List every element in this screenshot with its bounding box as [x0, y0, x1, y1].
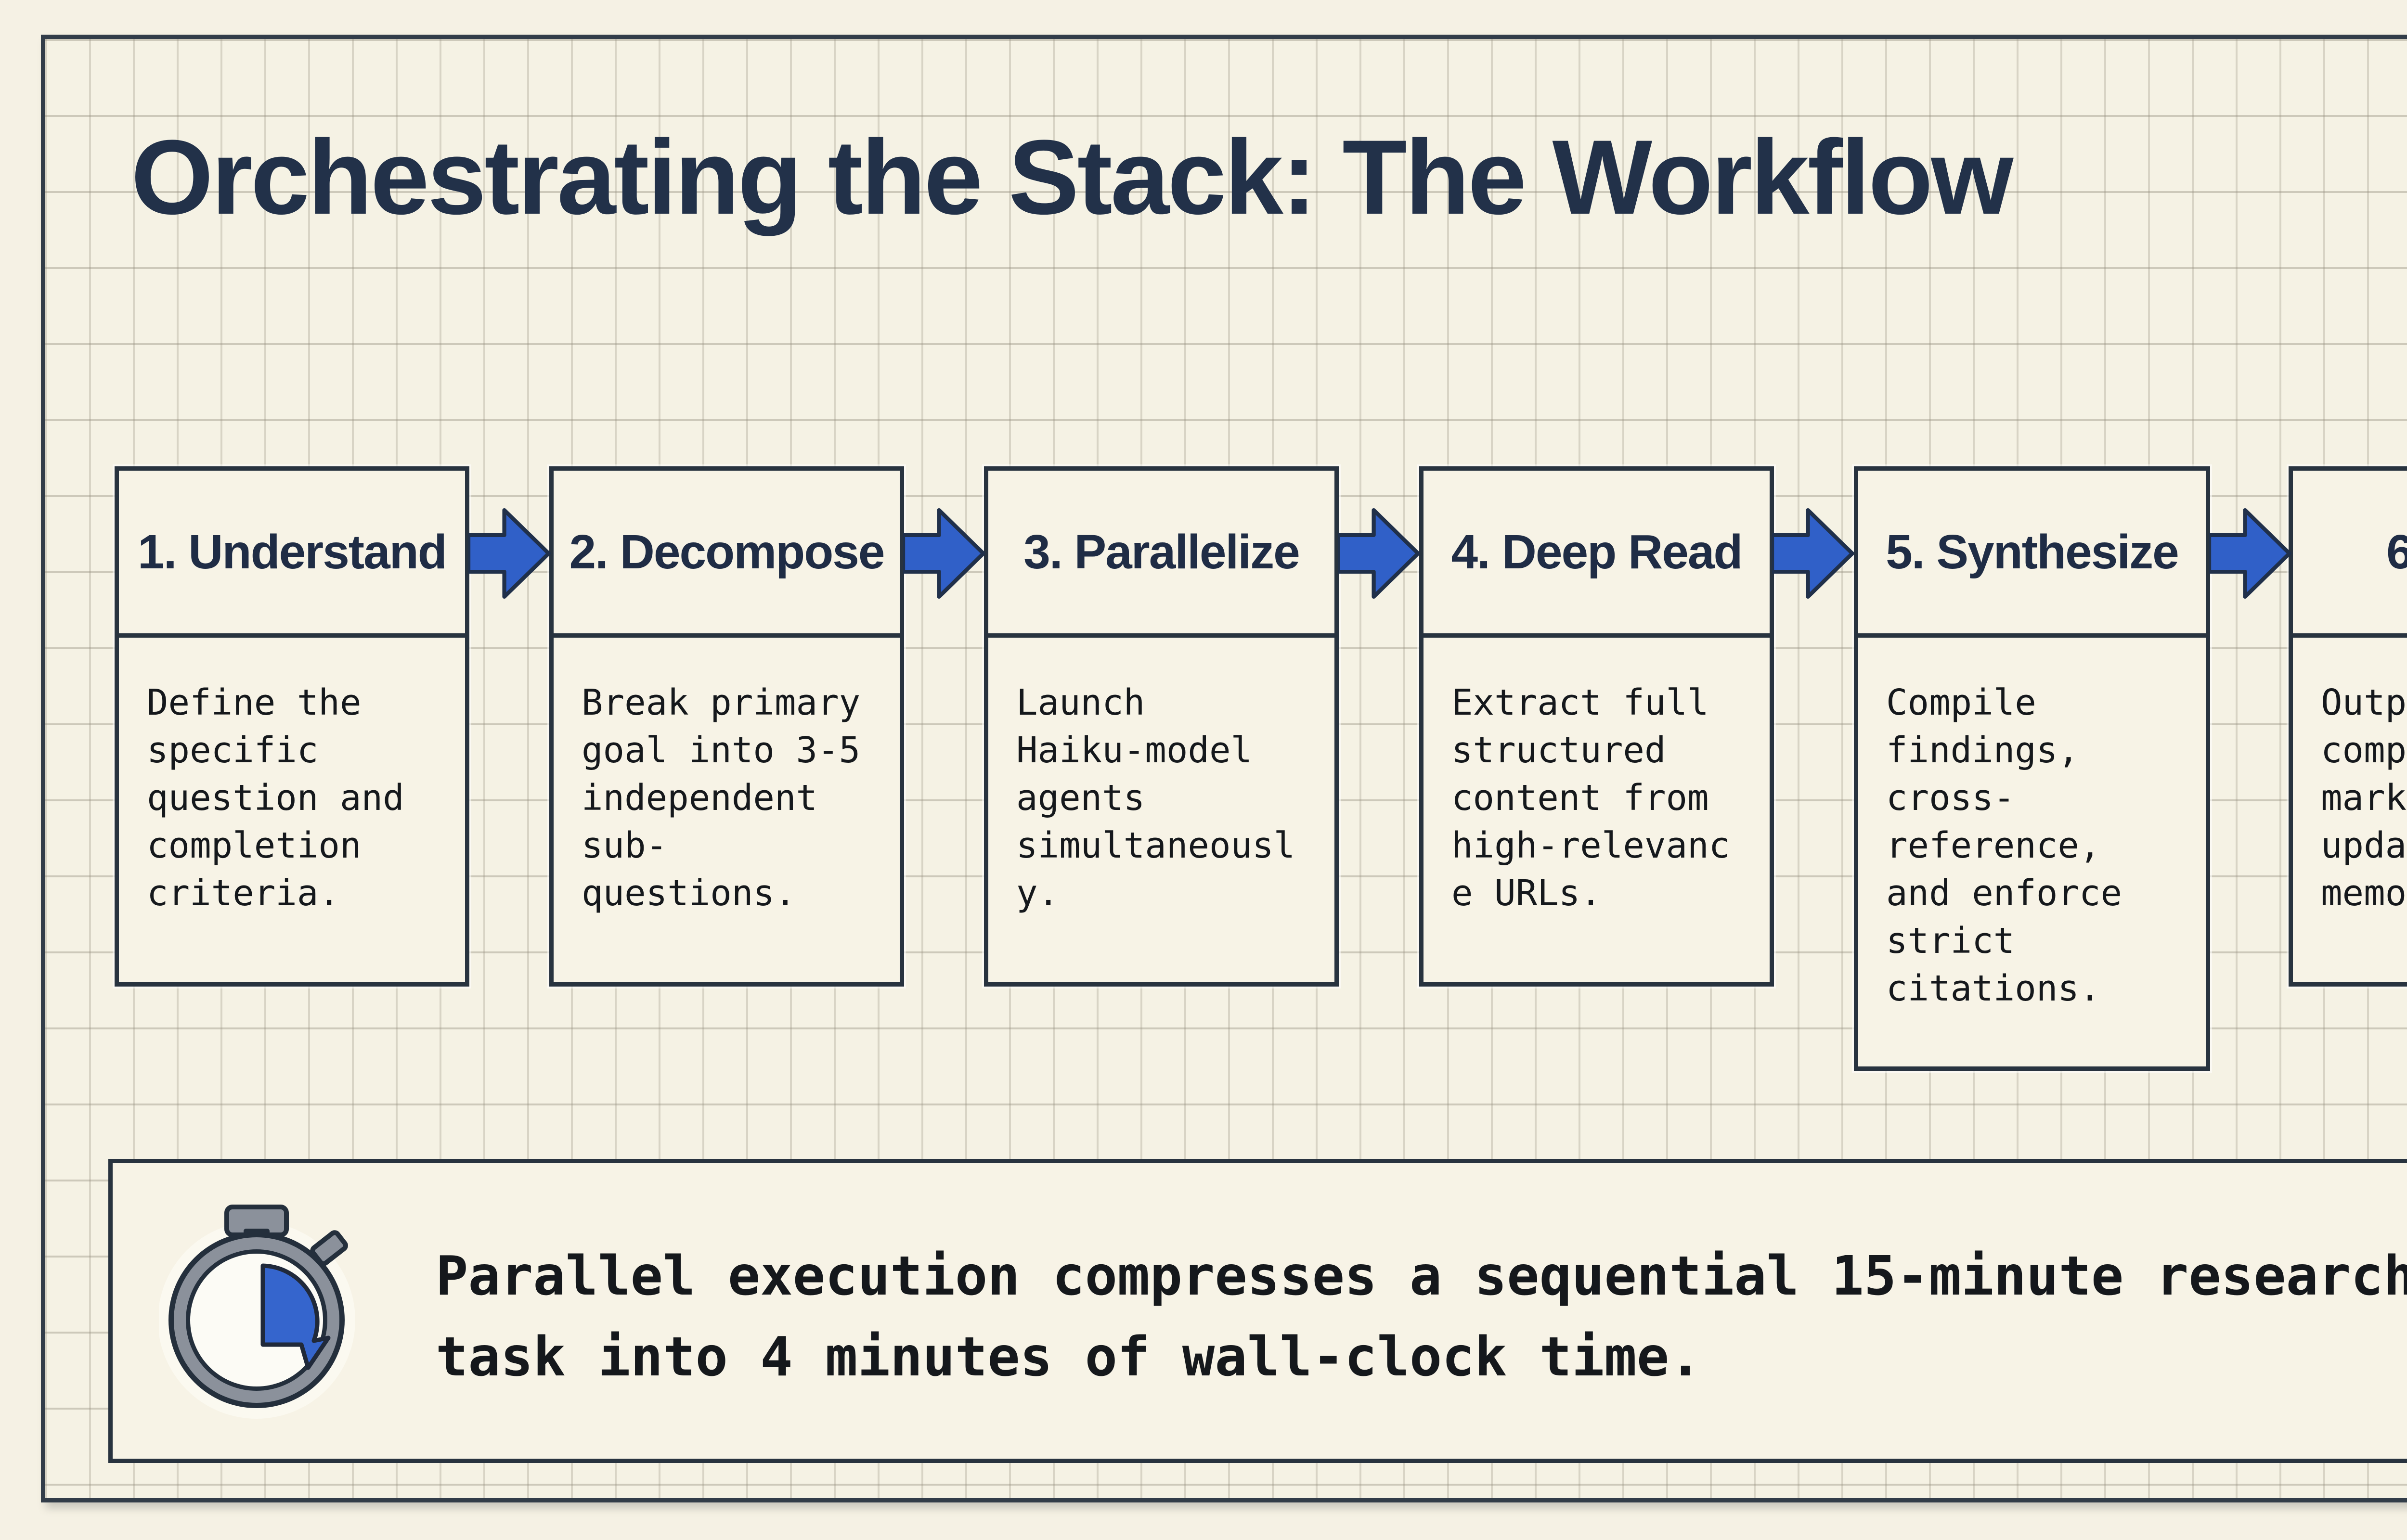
step-box-deep-read: 4. Deep Read Extract full structured con… [1419, 466, 1774, 987]
flow-arrow-icon [1772, 508, 1854, 599]
step-description: Launch Haiku-model agents simultaneousl … [1016, 682, 1295, 914]
step-box-synthesize: 5. Synthesize Compile findings, cross- r… [1854, 466, 2210, 1071]
summary-note [108, 1159, 2407, 1463]
step-header: 4. Deep Read [1423, 471, 1770, 638]
step-description: Extract full structured content from hig… [1451, 682, 1731, 914]
step-description: Compile findings, cross- reference, and … [1886, 682, 2122, 1009]
step-header: 6. Save [2293, 471, 2407, 638]
step-header: 2. Decompose [554, 471, 900, 638]
stopwatch-icon [159, 1205, 355, 1419]
step-header: 3. Parallelize [988, 471, 1334, 638]
flow-arrow-icon [468, 508, 551, 599]
flow-arrow-icon [1338, 508, 1420, 599]
step-description: Output compiled markdown and update vect… [2321, 682, 2407, 914]
summary-note-text: Parallel execution compresses a sequenti… [436, 1245, 2407, 1388]
slide-title: Orchestrating the Stack: The Workflow [131, 118, 2013, 236]
step-box-parallelize: 3. Parallelize Launch Haiku-model agents… [984, 466, 1339, 987]
flow-arrow-icon [2209, 508, 2291, 599]
step-box-save: 6. Save Output compiled markdown and upd… [2289, 466, 2407, 987]
step-header: 1. Understand [119, 471, 465, 638]
step-box-understand: 1. Understand Define the specific questi… [115, 466, 469, 987]
step-description: Break primary goal into 3-5 independent … [582, 682, 861, 914]
step-header: 5. Synthesize [1858, 471, 2206, 638]
step-box-decompose: 2. Decompose Break primary goal into 3-5… [549, 466, 904, 987]
step-description: Define the specific question and complet… [147, 682, 404, 914]
flow-arrow-icon [903, 508, 985, 599]
